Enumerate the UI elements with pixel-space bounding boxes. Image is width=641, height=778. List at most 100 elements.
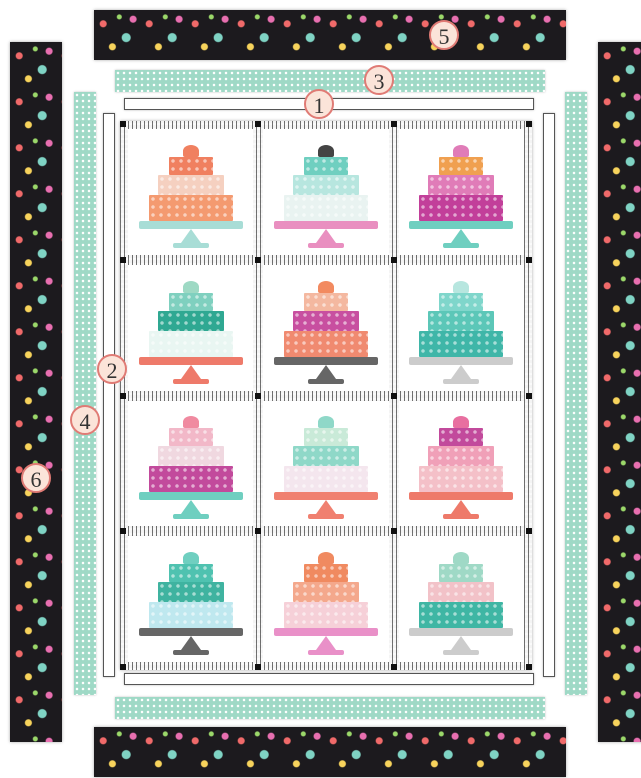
cake-stand-stem bbox=[181, 365, 201, 379]
cake-block bbox=[128, 401, 253, 527]
cake-stand-foot bbox=[173, 650, 209, 655]
cake-block bbox=[128, 265, 253, 391]
cake-middle-tier bbox=[428, 582, 494, 602]
cake-bottom-tier bbox=[149, 466, 233, 492]
cake-top-tier bbox=[304, 564, 348, 582]
cake-bottom-tier bbox=[149, 331, 233, 357]
cake-middle-tier bbox=[293, 175, 359, 195]
cake-stand-plate bbox=[274, 221, 378, 229]
cornerstone bbox=[526, 257, 532, 263]
cake-top-tier bbox=[169, 428, 213, 446]
cake-stand-plate bbox=[139, 628, 243, 636]
cake-top-tier bbox=[169, 564, 213, 582]
cake-stand-plate bbox=[409, 221, 513, 229]
cake-stand-foot bbox=[308, 650, 344, 655]
cake-stand-plate bbox=[409, 492, 513, 500]
cake-bottom-tier bbox=[284, 195, 368, 221]
cornerstone bbox=[255, 528, 261, 534]
cake-stand-foot bbox=[173, 514, 209, 519]
cake-topper bbox=[453, 552, 469, 564]
cornerstone bbox=[526, 393, 532, 399]
cake-block bbox=[399, 401, 524, 527]
border-5-bottom-strip bbox=[94, 727, 566, 777]
cake-stand-plate bbox=[139, 221, 243, 229]
cake-stand-stem bbox=[316, 229, 336, 243]
cornerstone bbox=[526, 664, 532, 670]
callout-1: 1 bbox=[304, 89, 334, 119]
border-4-right-strip bbox=[565, 92, 587, 695]
cake-middle-tier bbox=[428, 446, 494, 466]
cake-stand-plate bbox=[409, 357, 513, 365]
cake-topper bbox=[183, 145, 199, 157]
callout-2: 2 bbox=[97, 354, 127, 384]
callout-6: 6 bbox=[21, 463, 51, 493]
border-6-left-strip bbox=[10, 42, 62, 742]
cake-middle-tier bbox=[293, 582, 359, 602]
cake-block bbox=[263, 536, 388, 662]
cornerstone bbox=[391, 121, 397, 127]
cake-stand-foot bbox=[443, 514, 479, 519]
cake-block bbox=[263, 265, 388, 391]
cake-block bbox=[263, 129, 388, 255]
cake-bottom-tier bbox=[419, 602, 503, 628]
cornerstone bbox=[526, 121, 532, 127]
cornerstone bbox=[255, 664, 261, 670]
cake-topper bbox=[318, 416, 334, 428]
cake-top-tier bbox=[169, 293, 213, 311]
cake-top-tier bbox=[439, 564, 483, 582]
border-2-right-strip bbox=[543, 113, 555, 677]
cake-stand-plate bbox=[274, 492, 378, 500]
cake-stand-plate bbox=[139, 492, 243, 500]
cake-top-tier bbox=[304, 157, 348, 175]
cake-bottom-tier bbox=[149, 602, 233, 628]
cake-stand-stem bbox=[181, 500, 201, 514]
cake-stand-foot bbox=[308, 379, 344, 384]
cake-topper bbox=[183, 281, 199, 293]
cake-top-tier bbox=[439, 157, 483, 175]
cake-topper bbox=[318, 281, 334, 293]
border-6-right-strip bbox=[598, 42, 641, 742]
cake-stand-plate bbox=[139, 357, 243, 365]
cake-middle-tier bbox=[158, 311, 224, 331]
cornerstone bbox=[120, 121, 126, 127]
cake-stand-stem bbox=[451, 365, 471, 379]
cake-topper bbox=[183, 416, 199, 428]
cake-stand-foot bbox=[443, 650, 479, 655]
cake-top-tier bbox=[439, 293, 483, 311]
cornerstone bbox=[391, 664, 397, 670]
cake-bottom-tier bbox=[419, 195, 503, 221]
cake-bottom-tier bbox=[149, 195, 233, 221]
cake-block bbox=[128, 129, 253, 255]
cake-block bbox=[263, 401, 388, 527]
cornerstone bbox=[120, 393, 126, 399]
cornerstone bbox=[391, 528, 397, 534]
cake-stand-plate bbox=[409, 628, 513, 636]
cake-top-tier bbox=[439, 428, 483, 446]
cake-middle-tier bbox=[158, 582, 224, 602]
cake-stand-foot bbox=[173, 243, 209, 248]
cake-middle-tier bbox=[158, 446, 224, 466]
cake-topper bbox=[183, 552, 199, 564]
cake-stand-stem bbox=[451, 500, 471, 514]
cake-stand-stem bbox=[451, 229, 471, 243]
callout-4: 4 bbox=[70, 405, 100, 435]
callout-5: 5 bbox=[429, 20, 459, 50]
cake-topper bbox=[453, 416, 469, 428]
cake-stand-foot bbox=[443, 379, 479, 384]
cake-bottom-tier bbox=[419, 466, 503, 492]
border-5-top-strip bbox=[94, 10, 566, 60]
cake-top-tier bbox=[169, 157, 213, 175]
cake-block bbox=[399, 536, 524, 662]
cake-bottom-tier bbox=[284, 466, 368, 492]
cake-stand-stem bbox=[181, 229, 201, 243]
cake-middle-tier bbox=[158, 175, 224, 195]
cornerstone bbox=[120, 528, 126, 534]
cake-stand-plate bbox=[274, 628, 378, 636]
cake-bottom-tier bbox=[284, 602, 368, 628]
cake-topper bbox=[453, 145, 469, 157]
cornerstone bbox=[255, 257, 261, 263]
cake-bottom-tier bbox=[284, 331, 368, 357]
cake-middle-tier bbox=[293, 446, 359, 466]
cake-stand-foot bbox=[308, 514, 344, 519]
cake-stand-foot bbox=[308, 243, 344, 248]
